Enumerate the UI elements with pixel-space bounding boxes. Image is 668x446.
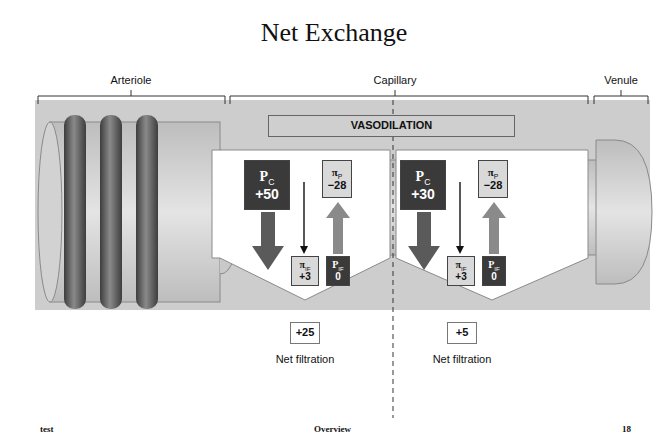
value: +50 <box>255 186 279 202</box>
smooth-muscle-ring <box>136 115 158 309</box>
box-line: +25 <box>296 327 315 339</box>
box-line: +30 <box>411 187 435 202</box>
box-line: VASODILATION <box>351 120 432 132</box>
pressure-arrow <box>408 212 440 270</box>
tissue-ground <box>35 100 650 310</box>
value: −28 <box>328 179 347 191</box>
subscript: IF <box>305 265 311 272</box>
box-line: −28 <box>328 180 347 192</box>
condition-box: VASODILATION <box>268 115 515 137</box>
footer-text: test <box>40 424 54 434</box>
value: 0 <box>335 271 341 282</box>
box-line: 0 <box>491 272 497 283</box>
page-number: 18 <box>622 424 631 434</box>
box-line: +3 <box>299 272 310 283</box>
venule-tube <box>596 140 652 284</box>
symbol: π <box>488 166 494 178</box>
box-line: PC <box>416 169 431 187</box>
symbol: π <box>456 259 461 270</box>
oncotic-arrow <box>459 182 460 252</box>
arteriole-bracket <box>38 90 225 104</box>
box-caption: Net filtration <box>433 353 492 365</box>
vessel-name: Venule <box>604 74 638 86</box>
value: +30 <box>411 186 435 202</box>
value: +3 <box>299 271 310 282</box>
hydrostatic-box: PIF0 <box>326 256 350 286</box>
subscript: IF <box>461 265 467 272</box>
oncotic-box: πP−28 <box>322 160 352 198</box>
venule-bracket <box>594 90 648 104</box>
slide-title: Net Exchange <box>261 18 408 48</box>
value: +25 <box>296 326 315 338</box>
box-line: +50 <box>255 187 279 202</box>
oncotic-arrow <box>326 202 350 254</box>
box-line: πP <box>488 167 499 180</box>
hydrostatic-box: PC+50 <box>244 160 290 210</box>
oncotic-box: πP−28 <box>478 160 508 198</box>
subscript: IF <box>494 265 500 272</box>
symbol: P <box>488 259 494 270</box>
value: −28 <box>484 179 503 191</box>
box-line: πIF <box>300 260 311 273</box>
box-line: 0 <box>335 272 341 283</box>
smooth-muscle-ring <box>64 115 86 309</box>
oncotic-box: πIF+3 <box>291 256 319 286</box>
oncotic-arrow <box>482 202 506 254</box>
symbol: π <box>300 259 305 270</box>
value: 0 <box>491 271 497 282</box>
exchange-panel <box>212 150 390 300</box>
smooth-muscle-ring <box>100 115 122 309</box>
box-line: πP <box>332 167 343 180</box>
symbol: P <box>332 259 338 270</box>
oncotic-arrow <box>303 182 304 252</box>
result-box: +5Net filtration <box>447 322 477 344</box>
subscript: IF <box>338 265 344 272</box>
exchange-panel <box>396 150 588 300</box>
symbol: P <box>416 169 425 184</box>
hydrostatic-box: PIF0 <box>482 256 506 286</box>
value: VASODILATION <box>351 119 432 131</box>
result-box: +25Net filtration <box>290 322 320 344</box>
box-line: πIF <box>456 260 467 273</box>
oncotic-box: πIF+3 <box>447 256 475 286</box>
box-line: −28 <box>484 180 503 192</box>
symbol: π <box>332 166 338 178</box>
vessel-name: Arteriole <box>111 74 152 86</box>
subscript: C <box>268 177 274 187</box>
box-line: PIF <box>488 260 500 273</box>
box-line: +5 <box>456 327 469 339</box>
box-line: +3 <box>455 272 466 283</box>
arteriole-end <box>38 122 62 302</box>
box-caption: Net filtration <box>276 353 335 365</box>
subscript: P <box>338 173 343 180</box>
subscript: P <box>494 173 499 180</box>
box-line: PIF <box>332 260 344 273</box>
value: +5 <box>456 326 469 338</box>
value: +3 <box>455 271 466 282</box>
divider-line <box>393 100 394 418</box>
hydrostatic-box: PC+30 <box>400 160 446 210</box>
subscript: C <box>424 177 430 187</box>
capillary-bracket <box>230 90 588 104</box>
box-line: PC <box>260 169 275 187</box>
footer-text: Overview <box>314 424 351 434</box>
vessel-name: Capillary <box>374 74 417 86</box>
pressure-arrow <box>252 212 284 270</box>
symbol: P <box>260 169 269 184</box>
